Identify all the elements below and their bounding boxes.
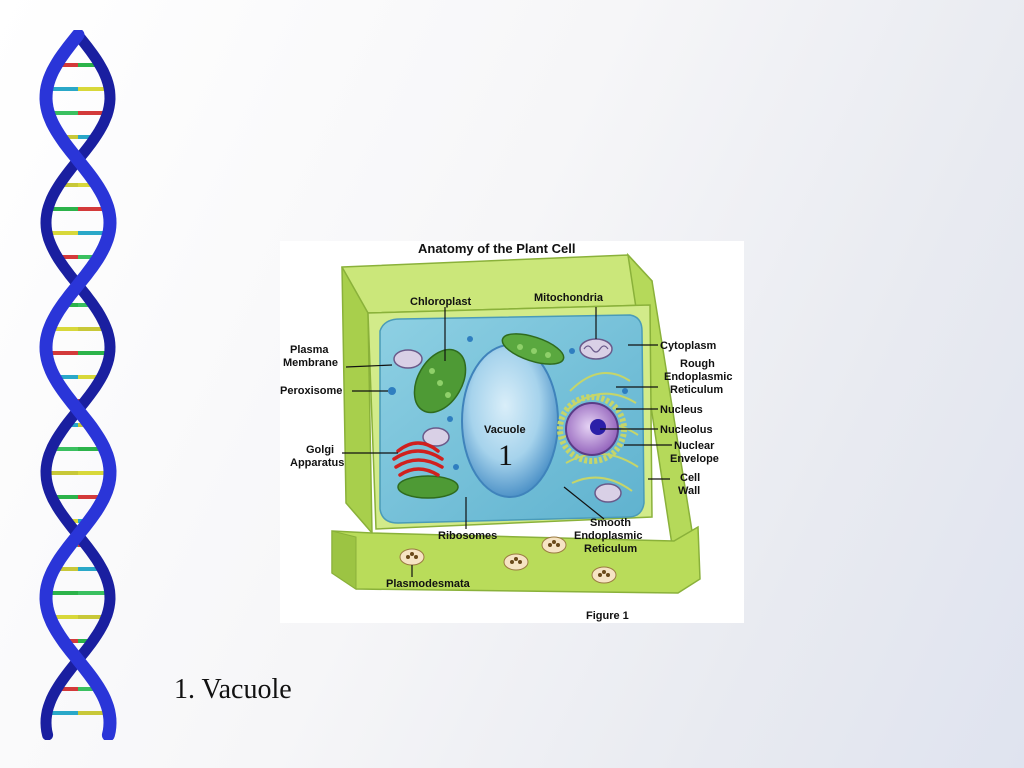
label-smooth-er-line2: Endoplasmic <box>574 530 642 542</box>
vacuole <box>461 344 559 498</box>
golgi-apparatus <box>392 441 444 477</box>
label-plasmodesmata: Plasmodesmata <box>386 578 471 590</box>
label-nuclear-envelope-line2: Envelope <box>670 453 719 465</box>
label-smooth-er: Smooth Endoplasmic Reticulum <box>574 517 646 555</box>
plant-cell-figure: Anatomy of the Plant Cell <box>280 241 744 623</box>
label-cytoplasm: Cytoplasm <box>660 340 716 352</box>
label-plasma-membrane: Plasma Membrane <box>283 344 338 369</box>
label-nuclear-envelope: Nuclear Envelope <box>670 440 719 465</box>
label-rough-er-line1: Rough <box>680 358 715 370</box>
label-plasma-membrane-line1: Plasma <box>290 344 329 356</box>
label-chloroplast: Chloroplast <box>410 296 471 308</box>
label-mitochondria: Mitochondria <box>534 292 604 304</box>
label-smooth-er-line3: Reticulum <box>584 543 637 555</box>
label-golgi: Golgi Apparatus <box>290 444 344 469</box>
label-nucleolus: Nucleolus <box>660 424 713 436</box>
label-nucleus: Nucleus <box>660 404 703 416</box>
label-vacuole: Vacuole <box>484 424 526 436</box>
diagram-title: Anatomy of the Plant Cell <box>418 241 575 256</box>
marker-number: 1 <box>498 439 513 472</box>
dna-strand-back <box>40 30 116 740</box>
label-cell-wall-line1: Cell <box>680 472 700 484</box>
mitochondria-group <box>393 338 622 503</box>
label-plasma-membrane-line2: Membrane <box>283 357 338 369</box>
label-peroxisome: Peroxisome <box>280 385 342 397</box>
label-ribosomes: Ribosomes <box>438 530 497 542</box>
dna-strand-front <box>39 30 117 740</box>
leader-lines <box>342 307 672 577</box>
label-golgi-line2: Apparatus <box>290 457 344 469</box>
nucleolus <box>590 419 606 435</box>
dna-helix-decoration <box>39 30 117 740</box>
label-golgi-line1: Golgi <box>306 444 334 456</box>
plasmodesmata-pores <box>399 536 617 584</box>
figure-label: Figure 1 <box>586 610 629 622</box>
label-cell-wall: Cell Wall <box>678 472 703 497</box>
label-rough-er-line3: Reticulum <box>670 384 723 396</box>
label-nuclear-envelope-line1: Nuclear <box>674 440 715 452</box>
label-smooth-er-line1: Smooth <box>590 517 631 529</box>
label-rough-er: Rough Endoplasmic Reticulum <box>664 358 736 396</box>
chloroplast-group <box>397 333 565 499</box>
label-cell-wall-line2: Wall <box>678 485 700 497</box>
peroxisomes <box>388 336 628 470</box>
slide-caption: 1. Vacuole <box>174 674 292 705</box>
label-rough-er-line2: Endoplasmic <box>664 371 732 383</box>
plant-cell-illustration: Anatomy of the Plant Cell <box>280 241 736 622</box>
